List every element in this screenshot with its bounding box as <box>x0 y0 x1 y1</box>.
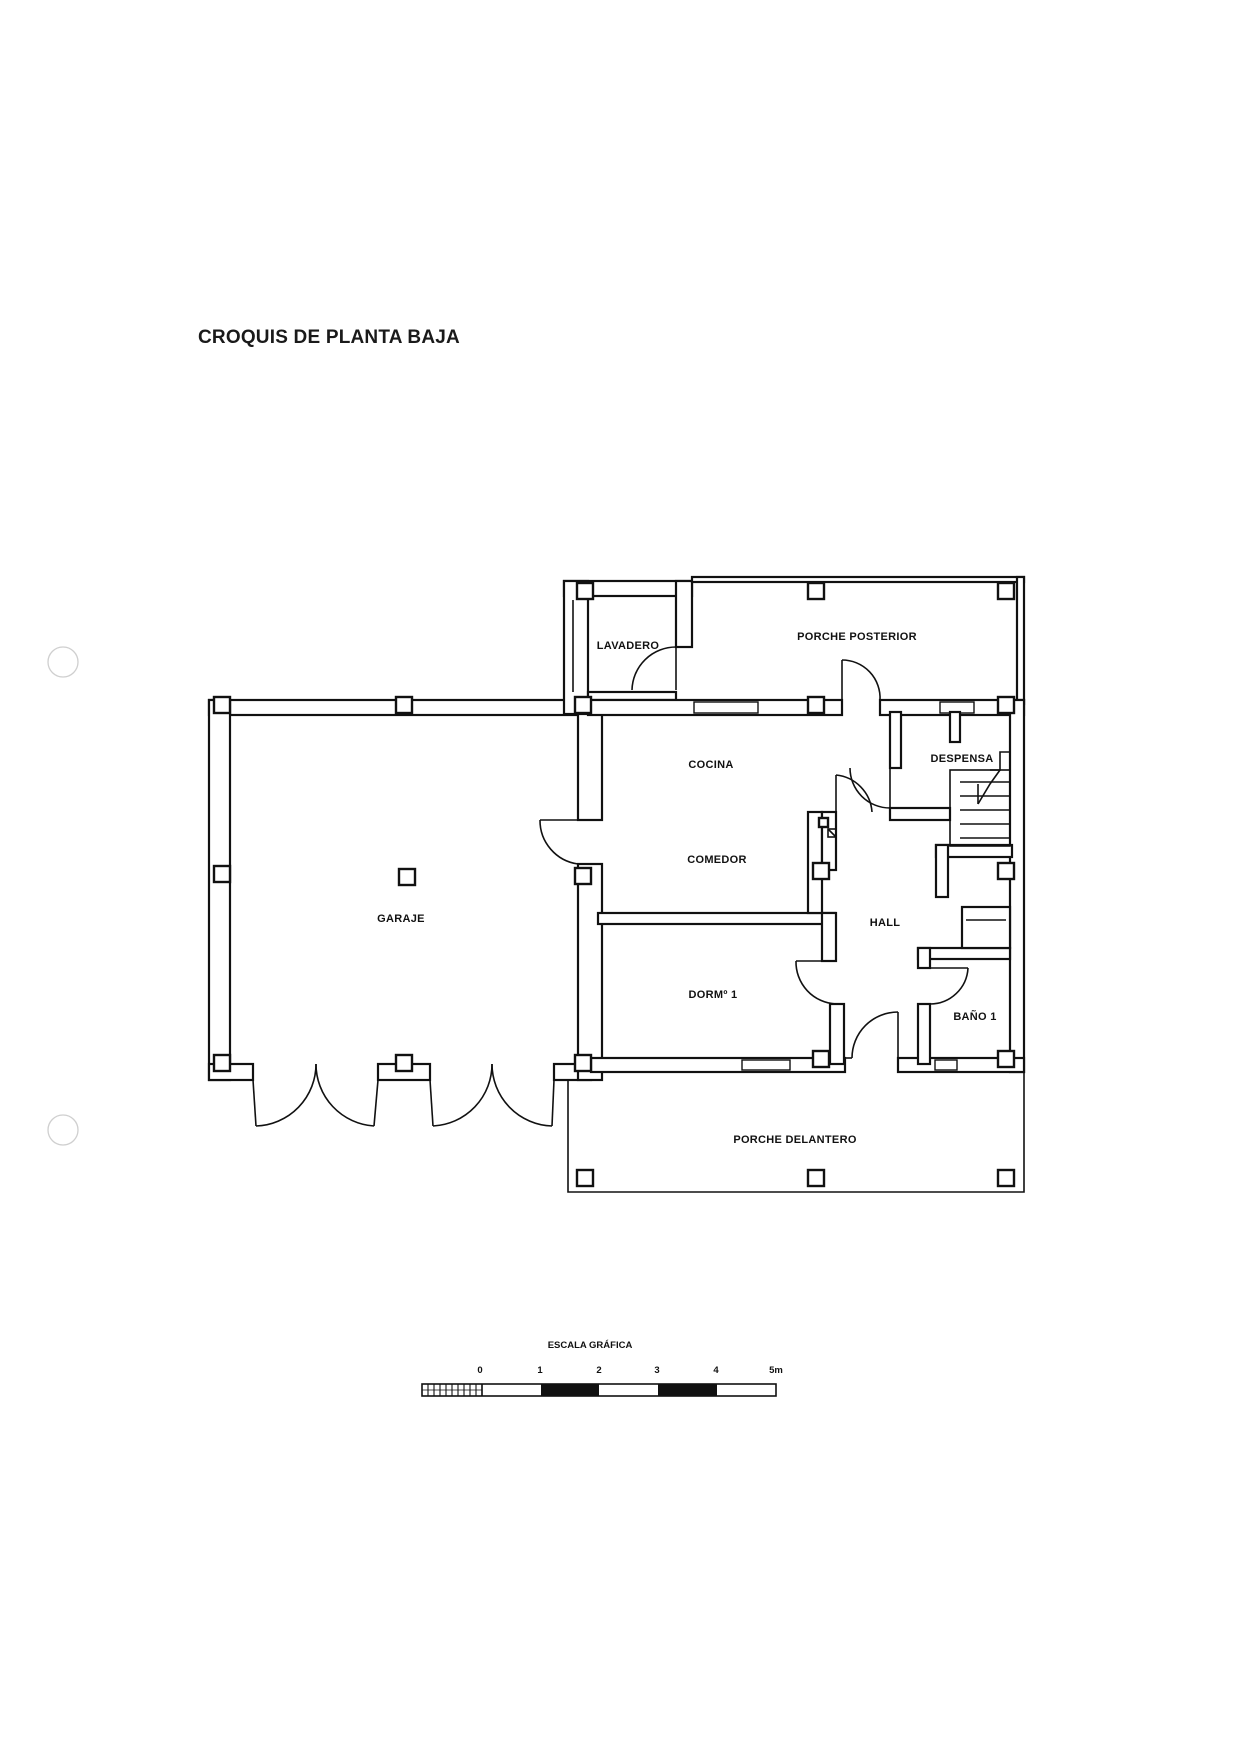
wall-house-south-left <box>589 1056 847 1074</box>
page-title: CROQUIS DE PLANTA BAJA <box>198 327 460 348</box>
room-labels: LAVADERO PORCHE POSTERIOR COCINA DESPENS… <box>377 631 996 1146</box>
scale-tick-label: 3 <box>654 1365 659 1376</box>
porch-front <box>567 1072 1025 1193</box>
wall-dorm-east-upper <box>820 911 838 963</box>
scale-bar-black-segment <box>541 1384 599 1396</box>
column <box>806 695 826 715</box>
column <box>394 695 414 715</box>
column <box>212 864 232 884</box>
garage-door-leaf <box>252 1079 257 1127</box>
columns <box>212 581 1016 1188</box>
punch-hole-top <box>47 646 79 678</box>
scale-bar-black-segment <box>658 1384 717 1396</box>
wall-lavadero-west <box>562 579 590 716</box>
label-hall: HALL <box>870 917 901 929</box>
scale-tick-label: 2 <box>596 1365 601 1376</box>
wall-stair-west <box>934 843 950 899</box>
column <box>996 1049 1016 1069</box>
wall-despensa-east <box>948 710 962 744</box>
column <box>394 1053 414 1073</box>
column <box>573 866 593 886</box>
column <box>996 861 1016 881</box>
wall-party-lower <box>576 862 604 1082</box>
garage-door-swing <box>432 1063 493 1127</box>
wall-lavadero-east <box>674 579 694 649</box>
window-dormitorio <box>741 1059 791 1071</box>
label-dormitorio-1: DORMº 1 <box>689 989 738 1001</box>
label-bano-1: BAÑO 1 <box>953 1010 996 1023</box>
wall-dorm-east-lower <box>828 1002 846 1066</box>
wall-house-east <box>1008 698 1026 1074</box>
label-lavadero: LAVADERO <box>597 640 660 652</box>
wall-despensa-west <box>888 710 903 770</box>
lavadero-door-swing <box>631 646 677 691</box>
walls <box>207 575 1026 1082</box>
scale-title: ESCALA GRÁFICA <box>548 1340 633 1351</box>
column <box>573 1053 593 1073</box>
scale-tick-label: 4 <box>713 1365 719 1376</box>
column <box>575 581 595 601</box>
dorm-door-swing <box>795 960 837 1005</box>
scale-tick-label: 0 <box>477 1365 482 1376</box>
column <box>806 581 826 601</box>
back-door-swing <box>841 659 881 701</box>
column <box>811 1049 831 1069</box>
doors <box>252 646 969 1127</box>
garage-door-leaf <box>373 1079 379 1127</box>
wall-lavadero-south <box>586 690 678 702</box>
wall-bano-west-lower <box>916 1002 932 1066</box>
wall-bano-west-upper <box>916 946 932 970</box>
column <box>212 1053 232 1073</box>
graphic-scale: ESCALA GRÁFICA 0 1 2 3 4 5m <box>421 1340 783 1397</box>
garage-door-leaf <box>429 1079 434 1127</box>
garage-door-swing <box>491 1063 553 1127</box>
despensa-door-swing <box>849 767 891 809</box>
porch-rear-east-edge <box>1015 575 1026 706</box>
column <box>996 695 1016 715</box>
garage-door-leaf <box>551 1079 555 1127</box>
column <box>996 581 1016 601</box>
punch-hole-bottom <box>47 1114 79 1146</box>
column <box>996 1168 1016 1188</box>
column <box>806 1168 826 1188</box>
wall-despensa-south <box>888 806 952 822</box>
label-cocina: COCINA <box>688 759 733 771</box>
porch-rear-north-edge <box>690 575 1026 584</box>
scale-tick-label: 1 <box>537 1365 543 1376</box>
column <box>575 1168 595 1188</box>
garage-door-swing <box>315 1063 375 1127</box>
column-small <box>817 816 830 829</box>
column <box>811 861 831 881</box>
front-door-swing <box>851 1011 899 1059</box>
column <box>573 695 593 715</box>
wall-garage-west <box>207 698 232 1082</box>
window-cocina <box>693 701 759 714</box>
label-porche-delantero: PORCHE DELANTERO <box>733 1134 857 1146</box>
window-bano <box>934 1059 958 1071</box>
wall-comedor-dorm <box>596 911 837 926</box>
label-porche-posterior: PORCHE POSTERIOR <box>797 631 917 643</box>
bano-door-swing <box>929 967 969 1005</box>
label-comedor: COMEDOR <box>687 854 747 866</box>
bano-closet <box>960 905 1012 950</box>
kitchen-door-swing <box>539 819 579 865</box>
label-garaje: GARAJE <box>377 913 425 925</box>
scale-tick-label: 5m <box>769 1365 783 1376</box>
staircase <box>949 751 1011 847</box>
label-despensa: DESPENSA <box>931 753 994 765</box>
column <box>212 695 232 715</box>
column-garage-center <box>397 867 417 887</box>
electrical-panel-symbol <box>827 828 837 838</box>
wall-bano-north <box>916 946 1012 961</box>
hall-door-swing <box>835 774 873 813</box>
wall-party-upper <box>576 698 604 822</box>
garage-door-swing <box>255 1063 317 1127</box>
